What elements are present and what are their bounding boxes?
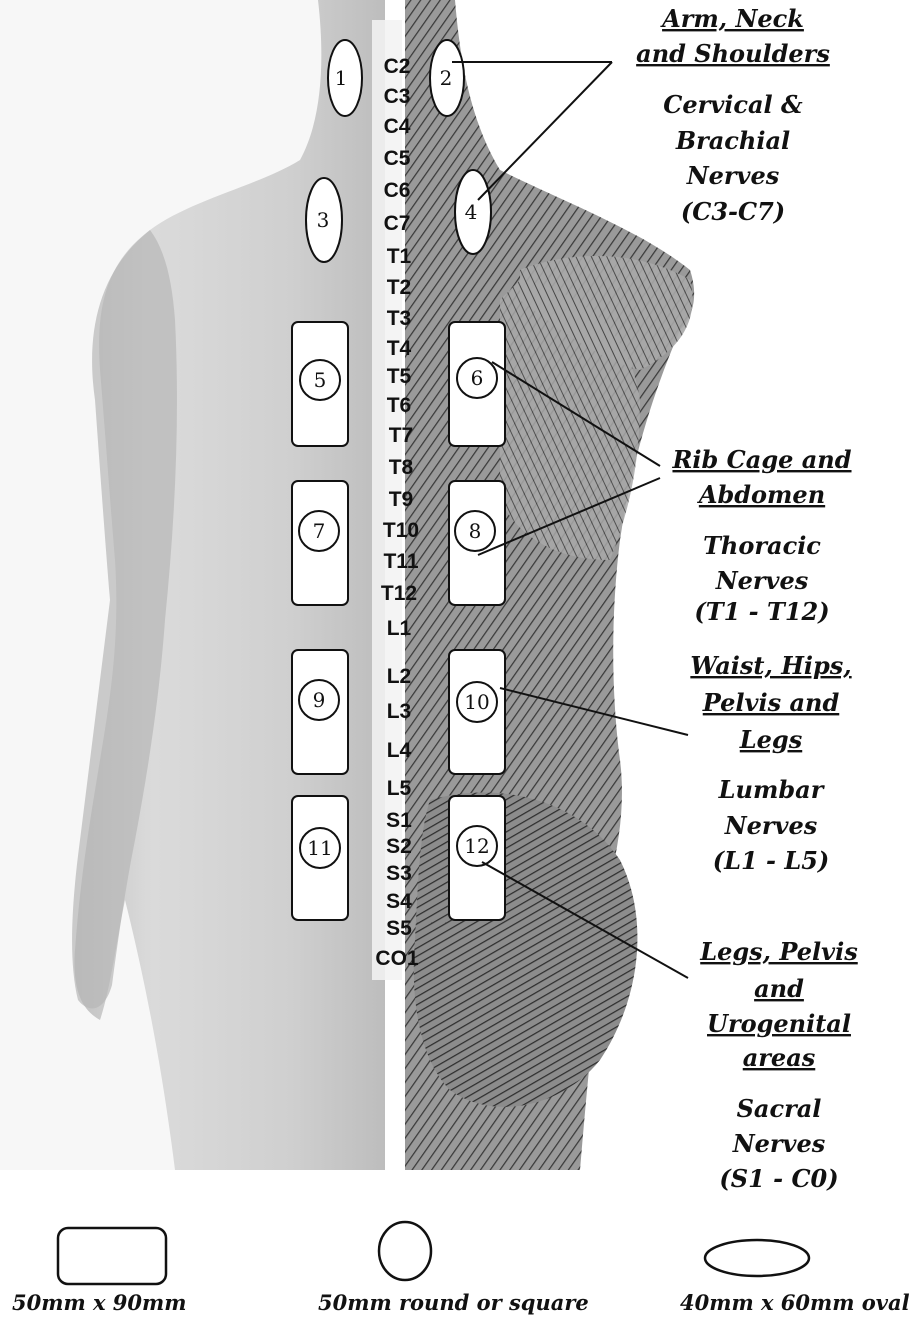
electrode-pad-3: 3 (306, 178, 342, 262)
vertebra-label-t1: T1 (387, 245, 412, 268)
vertebra-label-t8: T8 (389, 456, 414, 479)
legend-rectangle-label: 50mm x 90mm (12, 1290, 186, 1315)
vertebra-label-c5: C5 (384, 147, 411, 170)
vertebra-label-t4: T4 (387, 337, 412, 360)
legend-rectangle-shape (58, 1228, 166, 1284)
vertebra-label-t5: T5 (387, 365, 412, 388)
region-nerve-line: (C3-C7) (681, 197, 785, 226)
vertebra-label-s2: S2 (386, 835, 412, 858)
electrode-pad-7: 7 (292, 481, 348, 605)
pad-5-number: 5 (314, 368, 327, 392)
electrode-pad-9: 9 (292, 650, 348, 774)
region-nerve-line: (S1 - C0) (719, 1164, 838, 1193)
region-nerve-line: (T1 - T12) (694, 597, 829, 626)
region-title-line: Legs (739, 725, 803, 754)
vertebra-label-t2: T2 (387, 276, 412, 299)
pad-size-legend: 50mm x 90mm 50mm round or square 40mm x … (12, 1222, 910, 1315)
vertebra-label-t6: T6 (387, 394, 412, 417)
vertebra-label-t9: T9 (389, 488, 414, 511)
region-nerve-line: Nerves (732, 1129, 826, 1158)
region-title-line: and (754, 974, 804, 1003)
electrode-pad-4: 4 (455, 170, 491, 254)
vertebra-label-s1: S1 (386, 809, 412, 832)
vertebra-label-s5: S5 (386, 917, 412, 940)
region-title-line: Arm, Neck (660, 4, 804, 33)
pad-1-number: 1 (335, 66, 348, 90)
region-nerve-line: Nerves (686, 161, 780, 190)
electrode-pad-6: 6 (449, 322, 505, 446)
vertebra-label-t11: T11 (383, 550, 418, 573)
region-label-3: Waist, Hips, Pelvis andLegsLumbarNerves (L… (690, 651, 851, 875)
vertebra-label-c7: C7 (384, 212, 411, 235)
pad-12-number: 12 (464, 834, 489, 858)
region-nerve-line: Nerves (724, 811, 818, 840)
region-title-line: areas (743, 1043, 816, 1072)
electrode-pad-10: 10 (449, 650, 505, 774)
pad-3-number: 3 (317, 208, 330, 232)
pad-7-number: 7 (313, 519, 326, 543)
legend-circle-label: 50mm round or square (318, 1290, 589, 1315)
vertebra-label-t12: T12 (381, 582, 417, 605)
region-title-line: Waist, Hips, (690, 651, 851, 680)
pad-11-number: 11 (307, 836, 332, 860)
region-title-line: Legs, Pelvis (699, 937, 858, 966)
electrode-pad-5: 5 (292, 322, 348, 446)
region-nerve-line: (L1 - L5) (713, 846, 830, 875)
region-nerve-line: Sacral (737, 1094, 822, 1123)
vertebra-label-l1: L1 (387, 617, 412, 640)
vertebra-label-l4: L4 (387, 739, 412, 762)
legend-oval-label: 40mm x 60mm oval (680, 1290, 910, 1315)
pad-8-number: 8 (469, 519, 482, 543)
region-nerve-line: Brachial (675, 126, 790, 155)
vertebra-label-s3: S3 (386, 862, 412, 885)
vertebra-label-l2: L2 (387, 665, 412, 688)
pad-9-number: 9 (313, 688, 326, 712)
legend-circle-shape (379, 1222, 431, 1280)
vertebra-label-c2: C2 (384, 55, 411, 78)
region-nerve-line: Nerves (715, 566, 809, 595)
vertebra-label-l5: L5 (387, 777, 412, 800)
region-title-line: Abdomen (697, 480, 825, 509)
vertebra-label-c6: C6 (384, 179, 411, 202)
vertebra-label-t3: T3 (387, 307, 412, 330)
vertebra-label-co1: CO1 (375, 947, 419, 970)
vertebra-label-s4: S4 (386, 890, 412, 913)
electrode-pad-8: 8 (449, 481, 505, 605)
vertebra-label-c3: C3 (384, 85, 411, 108)
pad-6-number: 6 (471, 366, 484, 390)
region-title-line: Pelvis and (702, 688, 840, 717)
region-nerve-line: Lumbar (718, 775, 826, 804)
vertebra-label-t7: T7 (389, 424, 414, 447)
legend-oval-shape (705, 1240, 809, 1276)
region-title-line: Rib Cage and (671, 445, 851, 474)
electrode-pad-1: 1 (328, 40, 362, 116)
electrode-pad-2: 2 (430, 40, 464, 116)
vertebra-label-t10: T10 (383, 519, 419, 542)
vertebra-label-l3: L3 (387, 700, 412, 723)
region-title-line: and Shoulders (636, 39, 830, 68)
pad-2-number: 2 (440, 66, 453, 90)
region-nerve-line: Thoracic (703, 531, 821, 560)
electrode-pad-12: 12 (449, 796, 505, 920)
region-title-line: Urogenital (707, 1009, 851, 1038)
pad-4-number: 4 (465, 200, 478, 224)
leader-line-pad4 (478, 62, 612, 200)
region-nerve-line: Cervical & (663, 90, 803, 119)
vertebra-label-c4: C4 (384, 115, 411, 138)
pad-10-number: 10 (464, 690, 489, 714)
electrode-pad-11: 11 (292, 796, 348, 920)
